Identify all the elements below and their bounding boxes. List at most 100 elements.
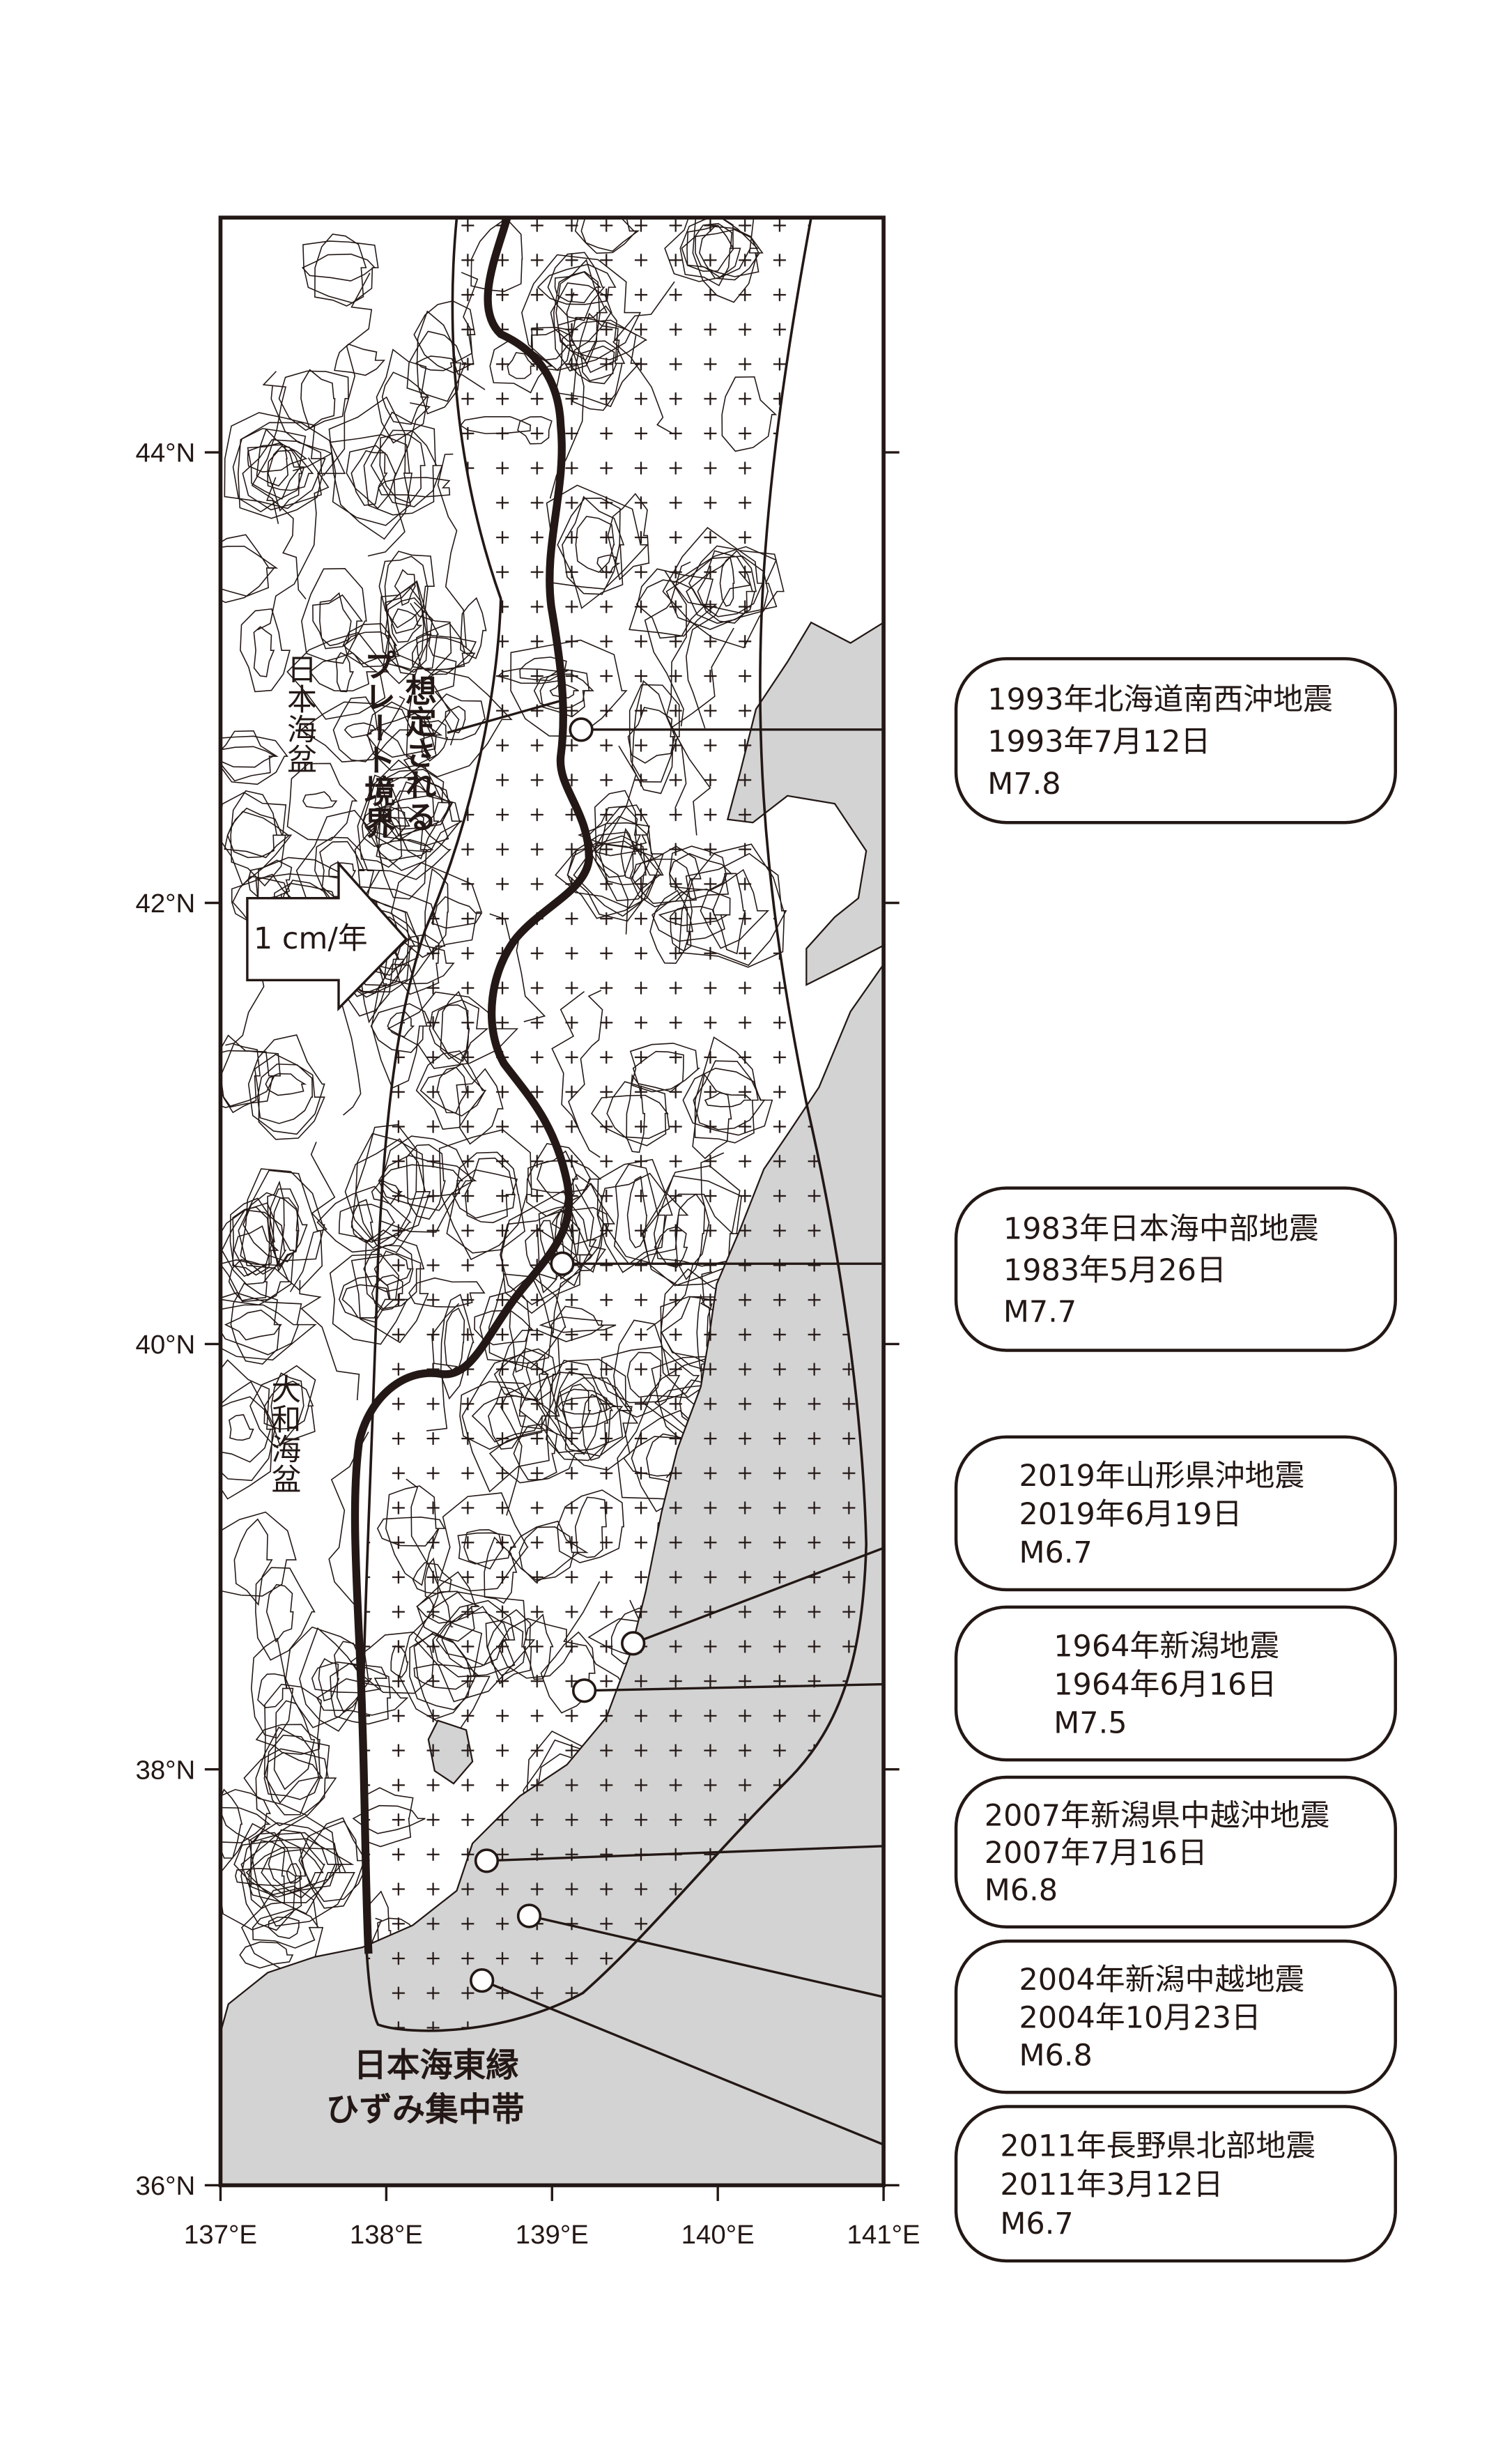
contour-line bbox=[364, 815, 402, 836]
contour-line bbox=[357, 774, 410, 868]
epicenter-marker[interactable] bbox=[621, 1631, 646, 1656]
plate-boundary-leader bbox=[447, 700, 560, 735]
earthquake-date: 2004年10月23日 bbox=[1019, 2000, 1260, 2035]
plate-boundary-line bbox=[350, 217, 594, 1954]
contour-line bbox=[220, 1034, 274, 1108]
plate-motion-label: 1 cm/年 bbox=[254, 921, 368, 956]
epicenter-marker[interactable] bbox=[470, 1967, 495, 1993]
land-hokkaido bbox=[726, 621, 884, 986]
contour-line bbox=[362, 759, 462, 871]
earthquake-name: 2004年新潟中越地震 bbox=[1019, 1963, 1304, 1997]
contour-line bbox=[220, 1043, 261, 1114]
contour-line bbox=[240, 1832, 298, 1931]
contour-line bbox=[268, 1829, 325, 1898]
contour-line bbox=[278, 370, 349, 431]
contour-line bbox=[415, 355, 455, 371]
contour-line bbox=[350, 450, 388, 506]
lat-tick-label: 36°N bbox=[135, 2171, 195, 2201]
earthquake-date: 1964年6月16日 bbox=[1054, 1667, 1276, 1702]
contour-line bbox=[242, 1192, 308, 1263]
earthquake-magnitude: M6.8 bbox=[1019, 2039, 1092, 2073]
contour-line bbox=[240, 608, 291, 693]
contour-line bbox=[328, 1432, 369, 1605]
lon-tick-label: 140°E bbox=[681, 2220, 755, 2250]
contour-line bbox=[445, 705, 466, 734]
earthquake-magnitude: M7.8 bbox=[987, 767, 1060, 801]
contour-line bbox=[230, 790, 286, 887]
earthquake-name: 1993年北海道南西沖地震 bbox=[987, 682, 1333, 717]
contour-line bbox=[250, 1637, 294, 1739]
contour-line bbox=[250, 1832, 339, 1898]
epicenter-marker[interactable] bbox=[569, 717, 594, 742]
contour-line bbox=[410, 602, 452, 740]
contour-line bbox=[245, 1846, 347, 1903]
contour-line bbox=[235, 1868, 304, 1887]
contour-line bbox=[251, 371, 287, 524]
contour-line bbox=[335, 652, 355, 693]
contour-line bbox=[220, 1823, 307, 1931]
contour-line bbox=[230, 1282, 281, 1365]
contour-line bbox=[220, 1292, 317, 1361]
contour-line bbox=[220, 534, 275, 604]
contour-line bbox=[390, 608, 423, 643]
contour-line bbox=[413, 601, 460, 746]
contour-line bbox=[229, 1414, 254, 1441]
contour-line bbox=[220, 1259, 290, 1305]
callout-box bbox=[954, 1939, 1397, 2094]
contour-line bbox=[381, 371, 430, 425]
contour-line bbox=[344, 722, 377, 739]
contour-line bbox=[382, 776, 452, 830]
contour-line bbox=[300, 701, 412, 763]
contour-line bbox=[221, 1209, 287, 1285]
contour-line bbox=[286, 1863, 302, 1884]
contour-line bbox=[300, 1817, 367, 1909]
contour-line bbox=[302, 791, 338, 809]
epicenter-marker[interactable] bbox=[474, 1848, 500, 1873]
epicenter-marker[interactable] bbox=[571, 1678, 597, 1703]
contour-line bbox=[224, 811, 291, 859]
callout-box bbox=[954, 657, 1397, 824]
contour-line bbox=[256, 1063, 314, 1124]
earthquake-magnitude: M6.7 bbox=[1000, 2207, 1073, 2241]
contour-line bbox=[394, 569, 417, 606]
contour-line bbox=[323, 273, 373, 476]
contour-line bbox=[252, 1908, 320, 1949]
contour-line bbox=[377, 477, 451, 498]
lon-tick-label: 141°E bbox=[847, 2220, 920, 2250]
contour-line bbox=[385, 597, 432, 676]
contour-line bbox=[254, 1054, 325, 1140]
contour-line bbox=[220, 1511, 297, 1597]
contour-line bbox=[220, 1396, 275, 1463]
contour-line bbox=[255, 1726, 337, 1827]
earthquake-date: 1983年5月26日 bbox=[1003, 1253, 1226, 1288]
contour-line bbox=[265, 1073, 307, 1096]
earthquake-date: 2019年6月19日 bbox=[1019, 1497, 1242, 1532]
contour-line bbox=[247, 442, 302, 500]
contour-line bbox=[220, 735, 288, 785]
contour-line bbox=[379, 434, 426, 504]
contour-line bbox=[376, 839, 434, 861]
contour-line bbox=[265, 1583, 294, 1643]
contour-line bbox=[220, 1788, 271, 1843]
contour-line bbox=[367, 402, 431, 557]
japan-basin-label: 日本海盆 bbox=[281, 654, 316, 774]
contour-line bbox=[220, 545, 279, 597]
lat-tick-label: 42°N bbox=[135, 889, 195, 919]
contour-line bbox=[220, 792, 293, 886]
earthquake-name: 2007年新潟県中越沖地震 bbox=[985, 1799, 1330, 1834]
epicenter-marker[interactable] bbox=[550, 1251, 575, 1276]
contour-line bbox=[224, 1309, 282, 1341]
contour-line bbox=[301, 253, 376, 282]
plate-boundary-label-line1: 想定される bbox=[401, 675, 438, 832]
contour-line bbox=[379, 586, 424, 670]
contour-line bbox=[328, 396, 413, 540]
contour-line bbox=[240, 1168, 325, 1275]
lon-tick-label: 137°E bbox=[184, 2220, 257, 2250]
plate-motion-arrow bbox=[246, 860, 408, 1012]
epicenter-marker[interactable] bbox=[516, 1903, 542, 1928]
